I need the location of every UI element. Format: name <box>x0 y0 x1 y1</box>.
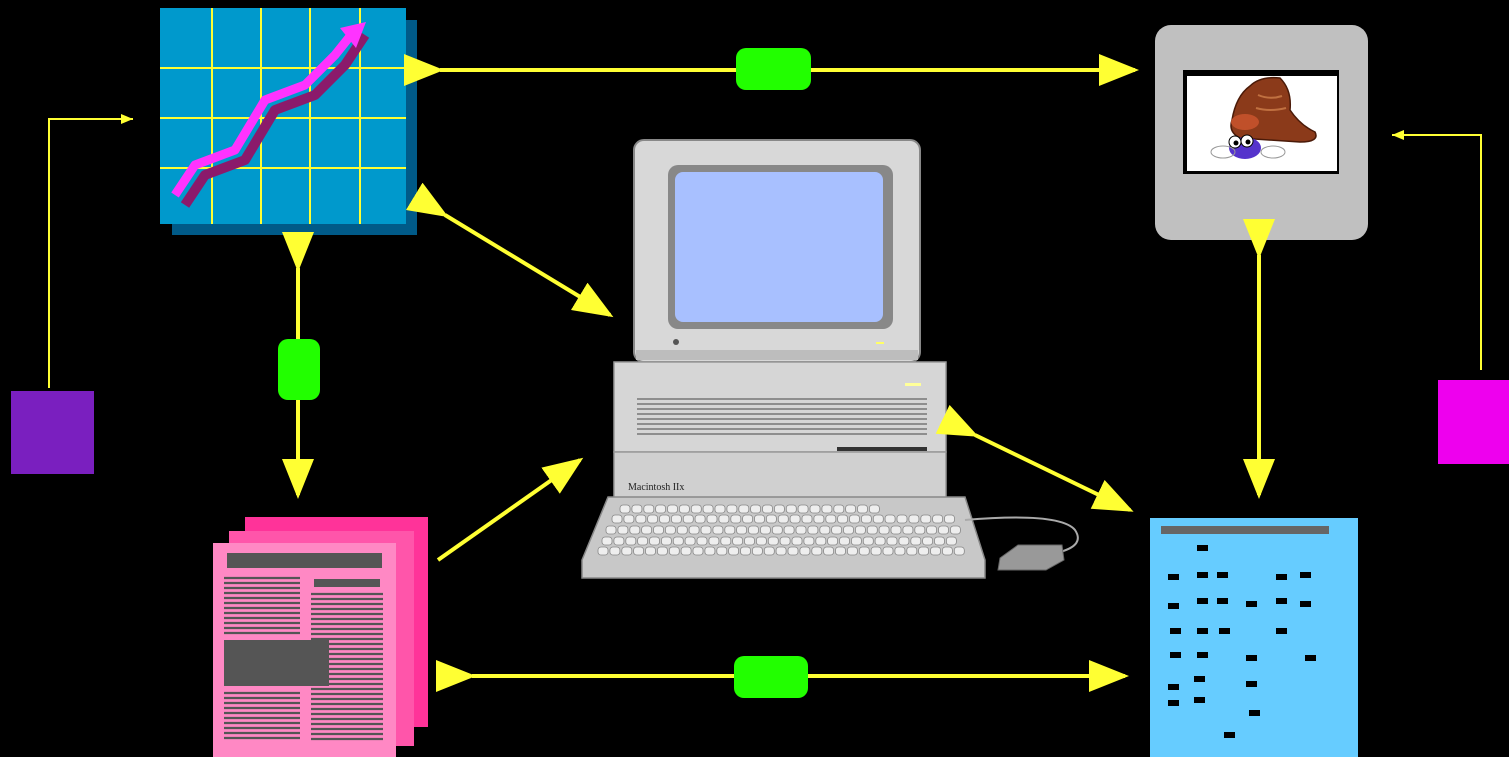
connector-pill-bottom <box>734 656 808 698</box>
arrow-purple-chart <box>48 114 133 388</box>
arrow-chart-computer <box>405 182 614 318</box>
arrow-magenta-slide <box>1392 130 1482 370</box>
spreadsheet-icon <box>1150 518 1358 757</box>
newspaper-icon <box>213 517 428 757</box>
left-purple-square <box>11 391 94 474</box>
connector-pill-top <box>736 48 811 90</box>
right-magenta-square <box>1438 380 1509 464</box>
mouse-icon <box>997 544 1065 571</box>
connector-pill-left <box>278 339 320 400</box>
computer-icon: Macintosh IIx <box>581 139 1079 579</box>
arrow-computer-spreadsheet <box>935 404 1134 512</box>
slide-icon <box>1155 25 1368 240</box>
arrow-newspaper-computer <box>436 457 584 562</box>
chart-icon <box>160 8 417 235</box>
computer-brand-label: Macintosh IIx <box>628 482 684 493</box>
